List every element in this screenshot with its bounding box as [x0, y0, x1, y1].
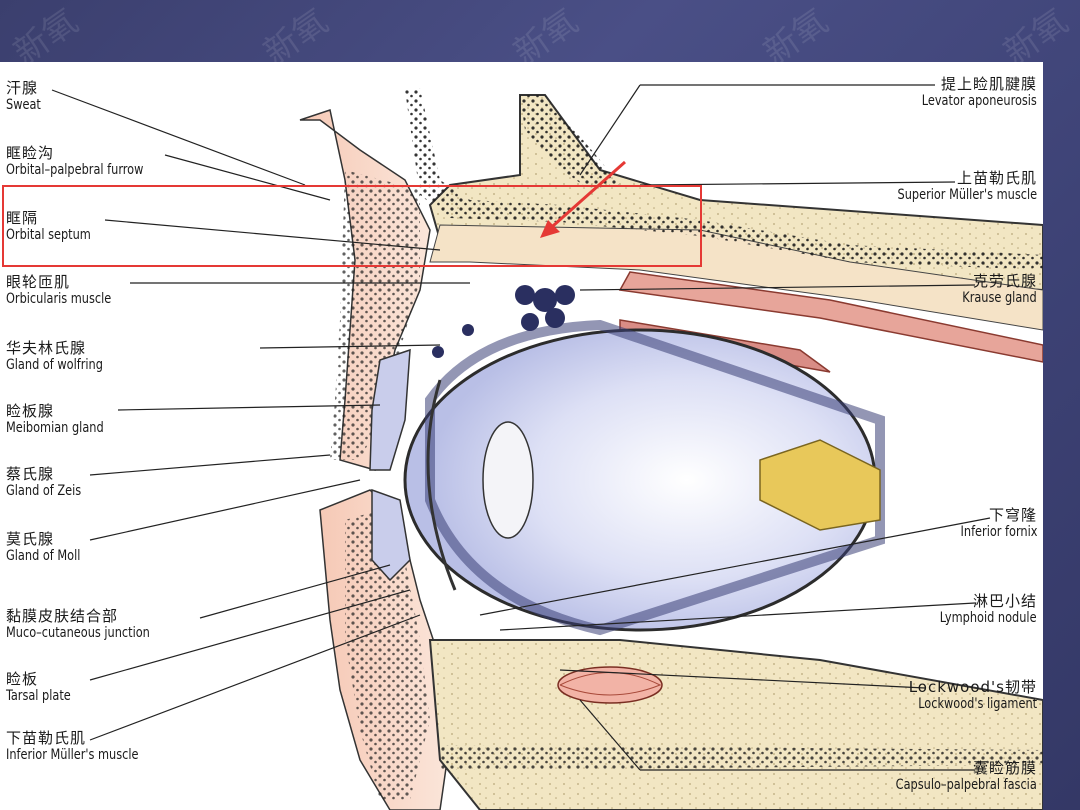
label-en: Levator aponeurosis	[921, 93, 1037, 110]
label-en: Gland of Moll	[6, 548, 81, 565]
label-en: Tarsal plate	[6, 688, 71, 705]
label-muco-cutaneous-junction: 黏膜皮肤结合部 Muco–cutaneous junction	[6, 607, 166, 642]
label-cn: 华夫林氏腺	[6, 339, 87, 357]
label-en: Gland of wolfring	[6, 357, 103, 374]
label-cn: 汗腺	[6, 79, 39, 97]
label-en: Inferior fornix	[960, 524, 1037, 541]
label-en: Muco–cutaneous junction	[6, 625, 150, 642]
label-en: Orbital septum	[6, 227, 91, 244]
label-gland-of-moll: 莫氏腺 Gland of Moll	[6, 530, 89, 565]
label-lymphoid-nodule: 淋巴小结 Lymphoid nodule	[929, 592, 1037, 627]
label-inferior-fornix: 下穹隆 Inferior fornix	[952, 506, 1037, 541]
label-tarsal-plate: 睑板 Tarsal plate	[6, 670, 78, 705]
label-en: Gland of Zeis	[6, 483, 82, 500]
label-cn: 莫氏腺	[6, 530, 55, 548]
label-cn: 下穹隆	[988, 506, 1037, 524]
label-orbicularis-muscle: 眼轮匝肌 Orbicularis muscle	[6, 273, 123, 308]
label-inferior-muller-muscle: 下苗勒氏肌 Inferior Müller's muscle	[6, 729, 153, 764]
label-cn: 眶隔	[6, 209, 39, 227]
label-cn: 睑板腺	[6, 402, 55, 420]
highlight-box	[2, 185, 702, 267]
label-gland-of-wolfring: 华夫林氏腺 Gland of wolfring	[6, 339, 114, 374]
label-en: Sweat	[6, 97, 41, 114]
label-cn: 提上睑肌腱膜	[940, 75, 1037, 93]
label-en: Orbicularis muscle	[6, 291, 112, 308]
label-capsulo-palpebral-fascia: 囊睑筋膜 Capsulo–palpebral fascia	[880, 759, 1037, 794]
label-orbital-septum: 眶隔 Orbital septum	[6, 209, 100, 244]
label-krause-gland: 克劳氏腺 Krause gland	[954, 272, 1037, 307]
label-cn: 下苗勒氏肌	[6, 729, 87, 747]
label-cn: 淋巴小结	[972, 592, 1037, 610]
label-en: Lockwood's ligament	[918, 696, 1037, 713]
label-en: Capsulo–palpebral fascia	[895, 777, 1037, 794]
label-cn: Lockwood's韧带	[908, 678, 1037, 696]
label-levator-aponeurosis: 提上睑肌腱膜 Levator aponeurosis	[909, 75, 1037, 110]
label-cn: 睑板	[6, 670, 39, 688]
label-cn: 囊睑筋膜	[972, 759, 1037, 777]
label-en: Meibomian gland	[6, 420, 104, 437]
label-en: Superior Müller's muscle	[897, 187, 1037, 204]
eye-anatomy-illustration	[51, 84, 1043, 810]
label-cn: 黏膜皮肤结合部	[6, 607, 119, 625]
label-en: Inferior Müller's muscle	[6, 747, 139, 764]
label-sweat: 汗腺 Sweat	[6, 79, 45, 114]
label-cn: 眶睑沟	[6, 144, 55, 162]
label-meibomian-gland: 睑板腺 Meibomian gland	[6, 402, 115, 437]
label-lockwood-ligament: Lockwood's韧带 Lockwood's ligament	[905, 678, 1037, 713]
label-superior-muller-muscle: 上苗勒氏肌 Superior Müller's muscle	[882, 169, 1037, 204]
label-cn: 蔡氏腺	[6, 465, 55, 483]
label-en: Krause gland	[962, 290, 1037, 307]
label-cn: 眼轮匝肌	[6, 273, 71, 291]
label-en: Orbital–palpebral furrow	[6, 162, 144, 179]
label-cn: 上苗勒氏肌	[956, 169, 1037, 187]
label-en: Lymphoid nodule	[940, 610, 1037, 627]
label-orbital-palpebral-furrow: 眶睑沟 Orbital–palpebral furrow	[6, 144, 159, 179]
label-cn: 克劳氏腺	[972, 272, 1037, 290]
label-gland-of-zeis: 蔡氏腺 Gland of Zeis	[6, 465, 90, 500]
